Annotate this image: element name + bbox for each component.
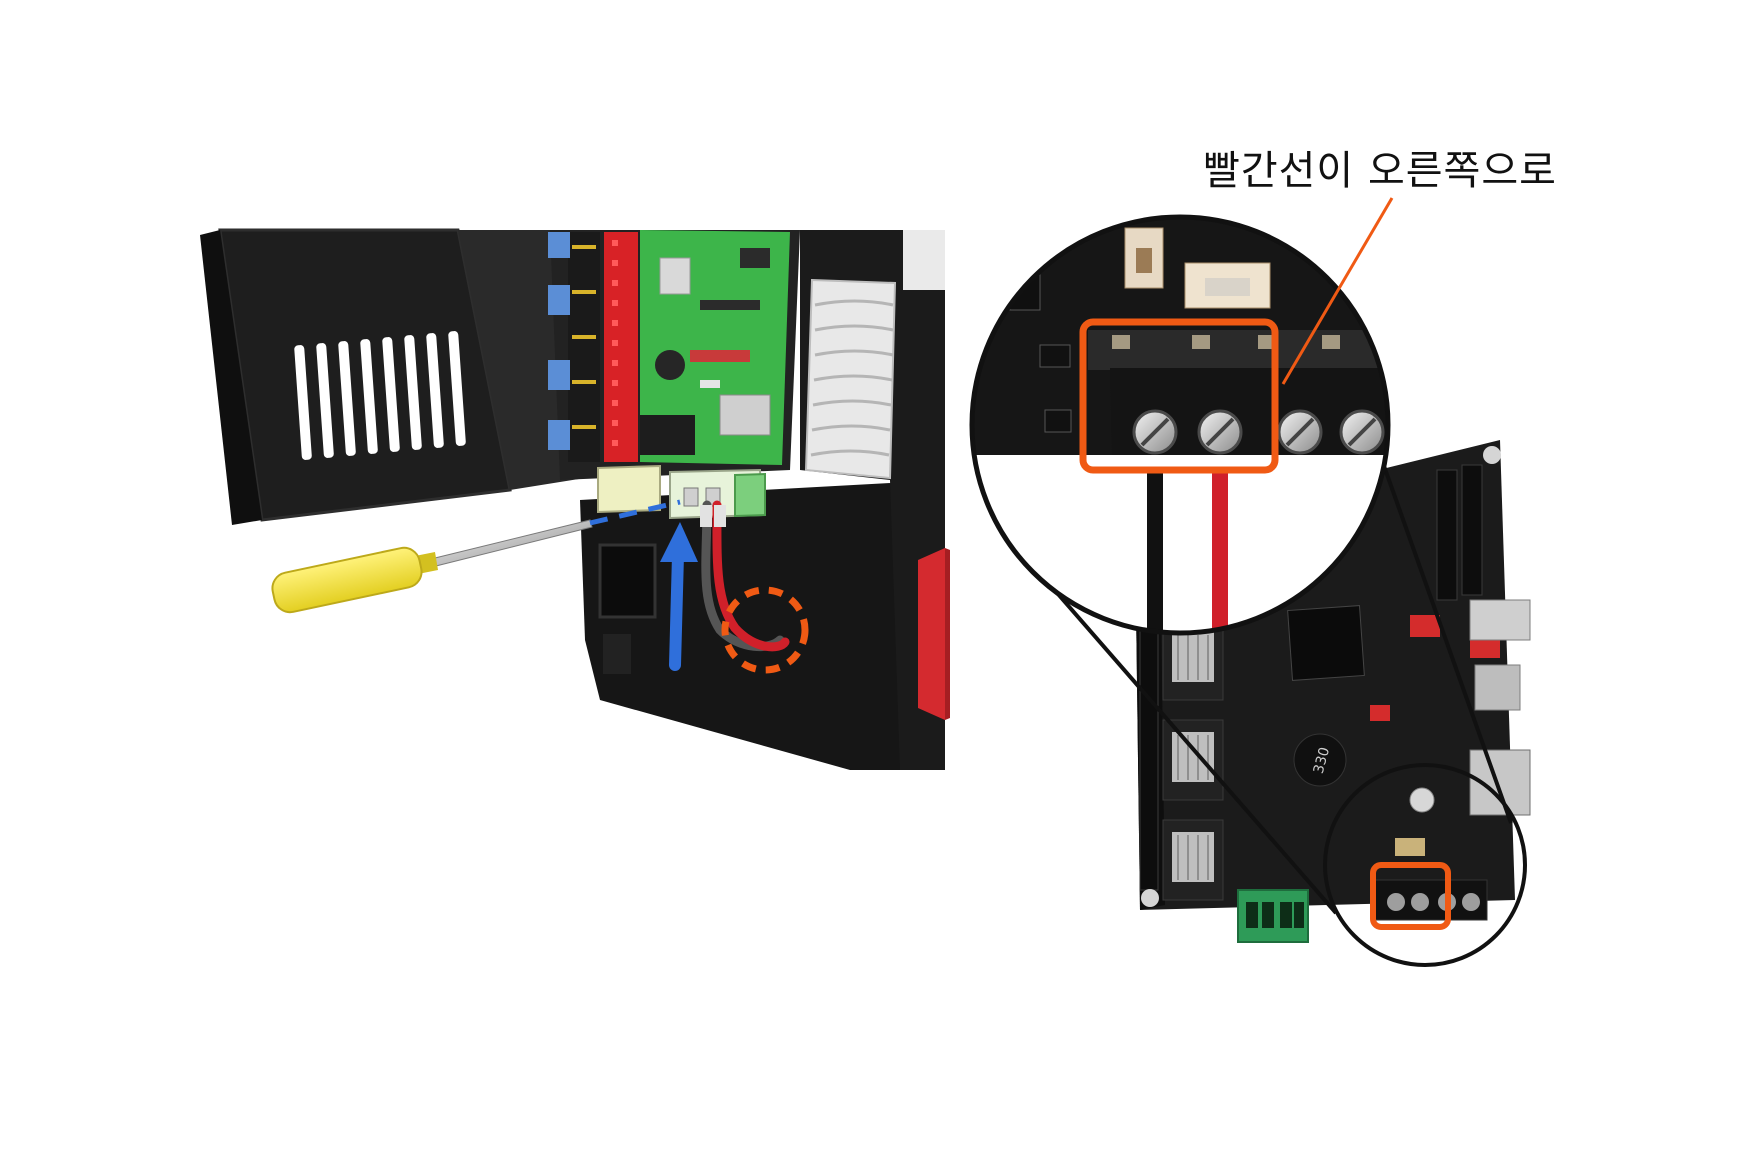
terminal-screws xyxy=(1132,409,1385,455)
power-wires xyxy=(700,500,790,652)
callout-line xyxy=(1281,197,1394,385)
dashed-guide-line xyxy=(589,499,681,526)
black-wire xyxy=(1147,470,1163,633)
driver-heatsinks xyxy=(548,232,570,450)
mainboard-3d xyxy=(548,230,800,480)
controller-board-photo: 330 xyxy=(1135,440,1531,967)
printer-door xyxy=(200,228,585,525)
printer-electronics-illustration xyxy=(200,228,950,770)
printer-body xyxy=(580,480,945,770)
screwdriver-icon xyxy=(271,519,593,614)
inductor-label: 330 xyxy=(1311,746,1333,776)
green-terminals xyxy=(1237,889,1309,943)
power-terminal-small xyxy=(1374,838,1488,921)
mcu-chip xyxy=(1287,605,1365,681)
wire-highlight-circle xyxy=(721,586,809,674)
psu-cover xyxy=(804,278,897,480)
terminal-highlight-large xyxy=(1079,318,1279,474)
terminal-blocks xyxy=(597,464,766,520)
terminal-highlight-small xyxy=(1370,862,1451,930)
zoom-magnifier-icon xyxy=(969,214,1391,636)
up-arrow-icon xyxy=(660,522,698,671)
stepper-drivers xyxy=(1162,619,1224,901)
zoom-source-circle xyxy=(1323,763,1527,967)
door-vent-slots xyxy=(294,331,466,460)
red-wire xyxy=(1212,470,1228,633)
instruction-caption: 빨간선이 오른쪽으로 xyxy=(1203,148,1557,194)
